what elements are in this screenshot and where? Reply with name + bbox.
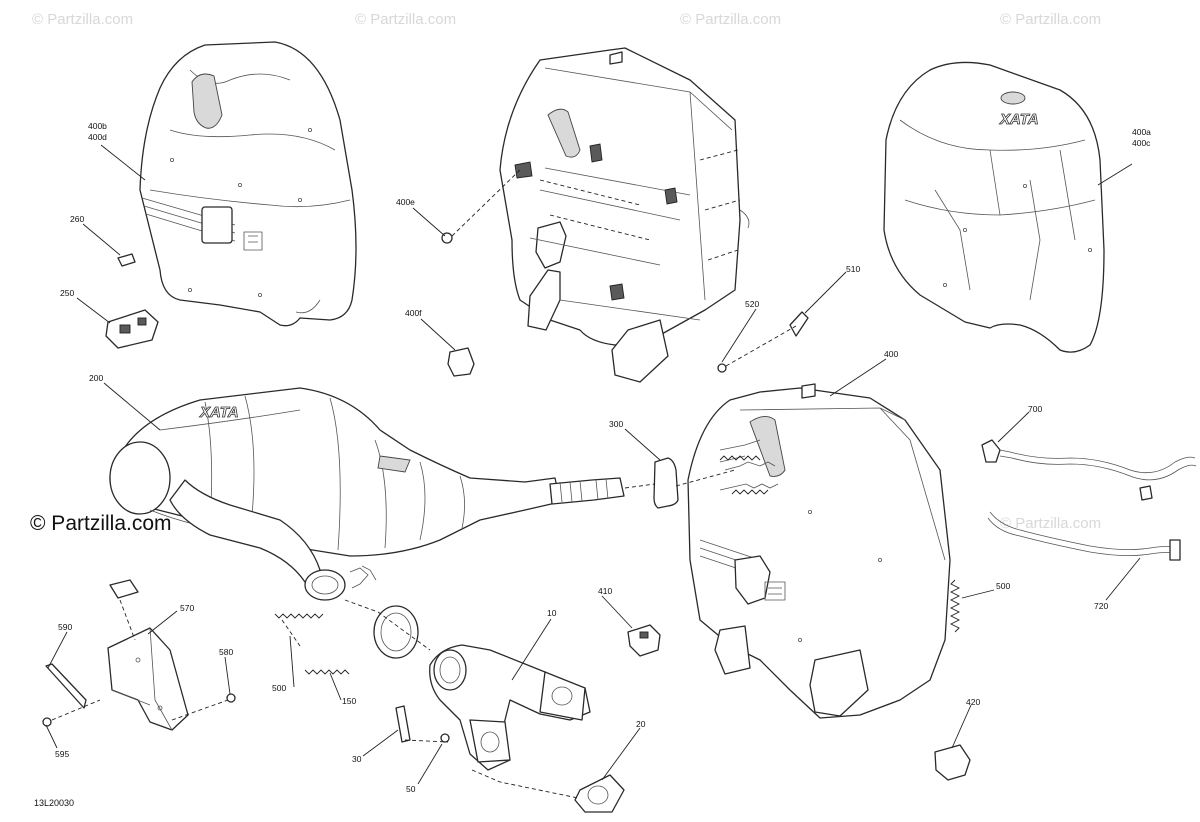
- fastener-520: [717, 363, 727, 373]
- container-rear-view: [499, 47, 750, 383]
- bolt-30: [395, 705, 411, 743]
- callout-570: 570: [180, 603, 194, 613]
- callout-500-left: 500: [272, 683, 286, 693]
- cover-400b-400d: [139, 41, 357, 327]
- watermark-text-4: © Partzilla.com: [1000, 11, 1101, 28]
- leader-lines: [45, 144, 1141, 785]
- callout-400a: 400a: [1132, 127, 1151, 137]
- bumper-400f: [447, 347, 475, 377]
- cap-420: [934, 744, 971, 781]
- callout-400b: 400b: [88, 121, 107, 131]
- rod-590: [45, 663, 87, 709]
- manifold-10: [429, 644, 591, 771]
- diagram-code: 13L20030: [34, 798, 74, 808]
- hose-720: [987, 511, 1181, 561]
- callout-500-right: 500: [996, 581, 1010, 591]
- bracket-250: [105, 309, 159, 349]
- callout-200: 200: [89, 373, 103, 383]
- nut-580: [226, 693, 236, 703]
- pipe-brand-logo: XATA: [199, 404, 239, 421]
- callout-510: 510: [846, 264, 860, 274]
- spring-500-right: [949, 579, 961, 633]
- container-springs: [719, 455, 769, 495]
- callout-10: 10: [547, 608, 557, 618]
- callout-420: 420: [966, 697, 980, 707]
- callout-400e: 400e: [396, 197, 415, 207]
- callout-20: 20: [636, 719, 646, 729]
- cover-brand-logo: XATA: [999, 111, 1039, 128]
- clamp-ring-150-inner: [380, 612, 412, 652]
- callout-700: 700: [1028, 404, 1042, 414]
- callout-30: 30: [352, 754, 362, 764]
- watermark-large: © Partzilla.com: [30, 512, 172, 535]
- spring-500-left-lower: [304, 669, 350, 675]
- strap-510: [789, 311, 809, 337]
- callout-520: 520: [745, 299, 759, 309]
- callout-580: 580: [219, 647, 233, 657]
- cover-400a-400c: XATA: [883, 61, 1105, 353]
- callout-595: 595: [55, 749, 69, 759]
- callout-300: 300: [609, 419, 623, 429]
- dashed-alignment-lines: [51, 169, 797, 799]
- screw-595: [42, 717, 52, 727]
- callout-50: 50: [406, 784, 416, 794]
- watermark-text-3: © Partzilla.com: [680, 11, 781, 28]
- expansion-pipe-200: XATA: [109, 387, 625, 601]
- watermark-text-1: © Partzilla.com: [32, 11, 133, 28]
- callout-150: 150: [342, 696, 356, 706]
- callout-400f: 400f: [405, 308, 422, 318]
- callout-410: 410: [598, 586, 612, 596]
- callout-590: 590: [58, 622, 72, 632]
- grommet-260: [117, 253, 136, 267]
- callout-250: 250: [60, 288, 74, 298]
- callout-260: 260: [70, 214, 84, 224]
- callout-labels: 400b 400d 260 250 400e 400f 520 510 400a…: [55, 121, 1151, 794]
- connector-410: [627, 624, 661, 657]
- callout-400d: 400d: [88, 132, 107, 142]
- gasket-20: [574, 774, 625, 813]
- bracket-570: [107, 579, 189, 731]
- sleeve-300: [653, 457, 679, 509]
- callout-720: 720: [1094, 601, 1108, 611]
- watermark-text-2: © Partzilla.com: [355, 11, 456, 28]
- callout-400: 400: [884, 349, 898, 359]
- washer-50: [440, 733, 450, 743]
- watermark-text-7: © Partzilla.com: [1000, 515, 1101, 532]
- hose-700: [981, 439, 1197, 501]
- container-front-view: [687, 383, 951, 719]
- callout-400c: 400c: [1132, 138, 1151, 148]
- spring-500-left-upper: [274, 613, 324, 619]
